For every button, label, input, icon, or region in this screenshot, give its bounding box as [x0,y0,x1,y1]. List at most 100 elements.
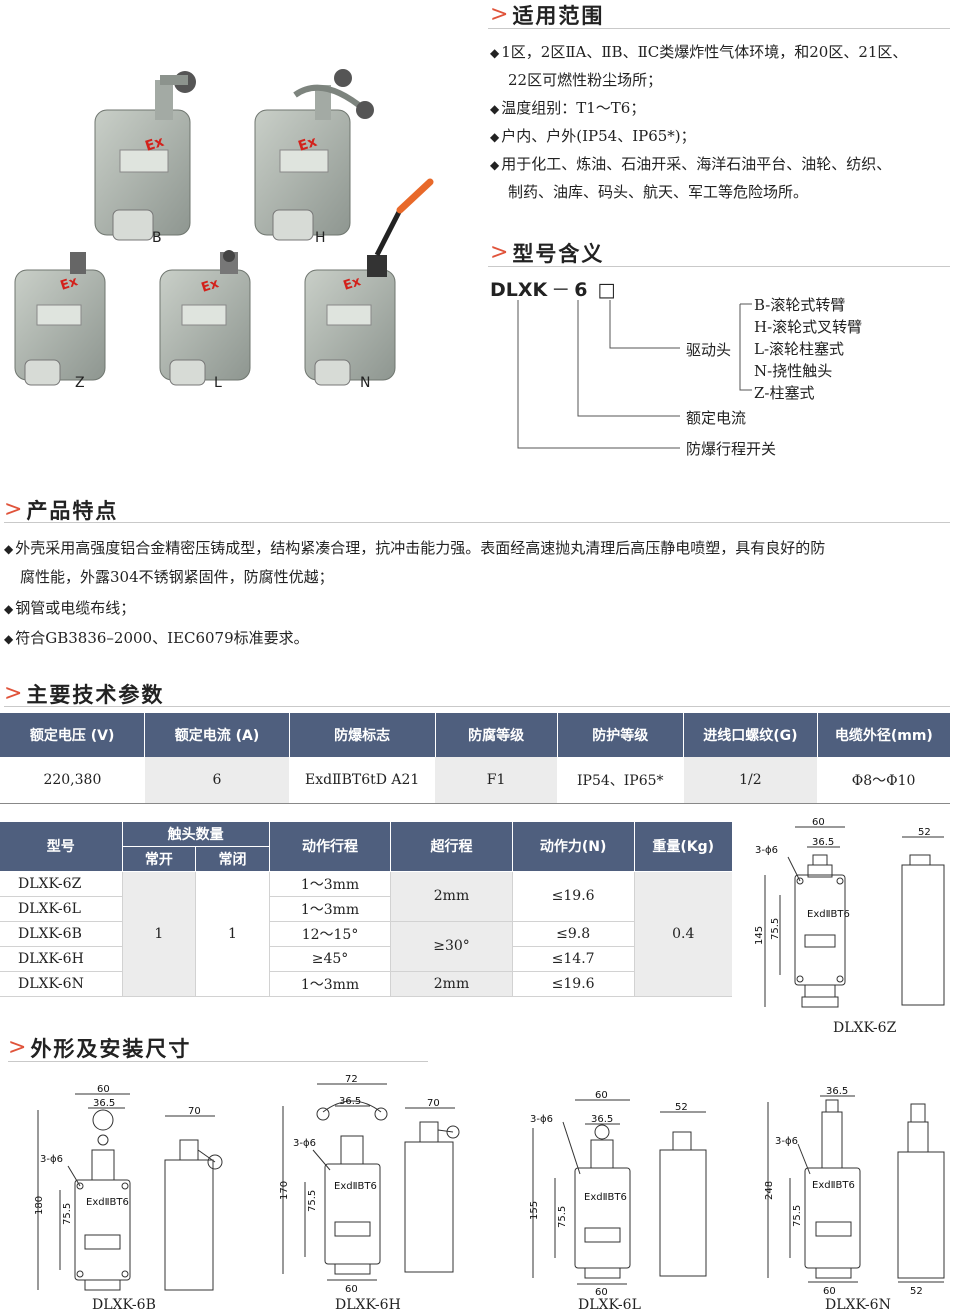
section-title-params: >主要技术参数 [4,681,165,708]
divider [488,28,950,29]
photo-label-b: B [152,230,162,246]
feature-item: ◆钢管或电缆布线； [4,599,136,617]
params-table: 额定电压 (V) 额定电流 (A) 防爆标志 防腐等级 防护等级 进线口螺纹(G… [0,713,950,804]
th-model: 型号 [0,822,123,872]
th-current: 额定电流 (A) [144,713,290,757]
svg-text:170: 170 [279,1181,290,1200]
ex-mark: Ex [59,274,81,294]
svg-text:60: 60 [97,1084,110,1095]
td-ex-mark: ExdⅡBT6tD A21 [289,757,436,804]
td-travel: 1～3mm [269,871,392,897]
svg-text:75.5: 75.5 [557,1206,568,1228]
svg-text:36.5: 36.5 [93,1098,115,1109]
photo-switch-z [14,252,106,386]
td-model: DLXK-6Z [0,871,123,897]
model-row: DLXK-6H ≥45° ≤14.7 [0,946,732,972]
td-over: 2mm [390,871,513,922]
ex-mark: Ex [200,276,222,296]
drive-option: B-滚轮式转臂 [754,296,846,314]
td-model: DLXK-6L [0,896,123,922]
th-weight: 重量(Kg) [634,822,732,872]
photo-label-h: H [315,230,326,246]
feature-item-cont: 腐性能，外露304不锈钢紧固件，防腐性优越； [20,568,334,586]
th-thread: 进线口螺纹(G) [683,713,818,757]
td-thread: 1/2 [683,757,818,804]
td-model: DLXK-6B [0,921,123,947]
divider [4,522,950,523]
th-cable: 电缆外径(mm) [817,713,950,757]
params-header-row: 额定电压 (V) 额定电流 (A) 防爆标志 防腐等级 防护等级 进线口螺纹(G… [0,713,950,757]
td-nc: 1 [195,871,270,997]
caption-dlxk-6b: DLXK-6B [92,1297,156,1313]
model-row: DLXK-6L 1～3mm [0,896,732,922]
svg-text:60: 60 [345,1284,358,1295]
model-code: DLXK－6□ [490,279,616,301]
svg-text:ExdⅡBT6: ExdⅡBT6 [812,1180,855,1191]
td-current: 6 [144,757,290,804]
td-model: DLXK-6N [0,971,123,997]
svg-text:52: 52 [675,1102,688,1113]
drive-option: Z-柱塞式 [754,384,815,402]
divider [488,266,950,267]
caption-dlxk-6z: DLXK-6Z [833,1020,897,1036]
svg-text:ExdⅡBT6: ExdⅡBT6 [807,909,850,920]
th-no: 常开 [122,846,197,872]
models-table: 型号 触头数量 动作行程 超行程 动作力(N) 重量(Kg) 常开 常闭 DLX… [0,822,732,997]
td-travel: ≥45° [269,946,392,972]
drawing-dlxk-6b: 60 36.5 3-ϕ6 ExdⅡBT6 70 180 75.5 [34,1084,223,1291]
drive-label: 驱动头 [686,341,732,359]
svg-text:75.5: 75.5 [307,1190,318,1212]
td-cable: Φ8～Φ10 [817,757,950,804]
svg-text:36.5: 36.5 [826,1086,848,1097]
svg-text:60: 60 [595,1090,608,1101]
divider [8,1061,428,1062]
divider [4,706,950,707]
drive-option: H-滚轮式叉转臂 [754,318,863,336]
svg-text:248: 248 [764,1181,775,1200]
drawing-dlxk-6h: 72 36.5 3-ϕ6 ExdⅡBT6 70 170 75.5 60 [279,1074,460,1295]
svg-text:3-ϕ6: 3-ϕ6 [755,845,778,856]
th-force: 动作力(N) [512,822,635,872]
svg-text:70: 70 [427,1098,440,1109]
svg-text:60: 60 [812,817,825,828]
svg-text:3-ϕ6: 3-ϕ6 [40,1154,63,1165]
drive-option: L-滚轮柱塞式 [754,340,845,358]
section-title-model: >型号含义 [490,240,605,267]
model-brackets [517,300,752,449]
caption-dlxk-6h: DLXK-6H [335,1297,401,1313]
section-title-dims: >外形及安装尺寸 [8,1035,192,1062]
svg-text:75.5: 75.5 [62,1203,73,1225]
svg-text:60: 60 [823,1286,836,1297]
caption-dlxk-6l: DLXK-6L [578,1297,641,1313]
ex-mark: Ex [296,134,319,155]
feature-item: ◆符合GB3836–2000、IEC6079标准要求。 [4,629,309,647]
svg-text:60: 60 [595,1287,608,1298]
svg-text:52: 52 [910,1286,923,1297]
scope-item-cont: 22区可燃性粉尘场所； [508,71,663,89]
td-weight: 0.4 [634,871,732,997]
svg-text:36.5: 36.5 [812,837,834,848]
svg-text:75.5: 75.5 [792,1205,803,1227]
ex-mark: Ex [342,274,364,294]
photo-switch-l [159,250,251,386]
scope-item: ◆户内、户外(IP54、IP65*)； [490,127,696,145]
scope-item: ◆1区，2区ⅡA、ⅡB、ⅡC类爆炸性气体环境，和20区、21区、 [490,43,908,61]
td-voltage: 220,380 [0,757,145,804]
td-over: 2mm [390,971,513,997]
th-ex-mark: 防爆标志 [289,713,436,757]
photo-label-n: N [360,375,371,391]
ex-mark: Ex [143,134,166,155]
th-nc: 常闭 [195,846,270,872]
svg-text:75.5: 75.5 [770,918,781,940]
model-row: DLXK-6Z 1 1 1～3mm 2mm ≤19.6 0.4 [0,871,732,997]
td-force: ≤19.6 [512,871,635,922]
th-over: 超行程 [390,822,513,872]
svg-text:155: 155 [529,1201,540,1220]
svg-text:145: 145 [754,926,765,945]
photo-switch-b [94,71,196,241]
drawing-dlxk-6n: 36.5 3-ϕ6 ExdⅡBT6 248 75.5 60 52 [764,1086,945,1297]
td-model: DLXK-6H [0,946,123,972]
th-contacts: 触头数量 [122,822,270,847]
model-row: DLXK-6B 12～15° ≥30° ≤9.8 [0,921,732,972]
th-voltage: 额定电压 (V) [0,713,146,757]
